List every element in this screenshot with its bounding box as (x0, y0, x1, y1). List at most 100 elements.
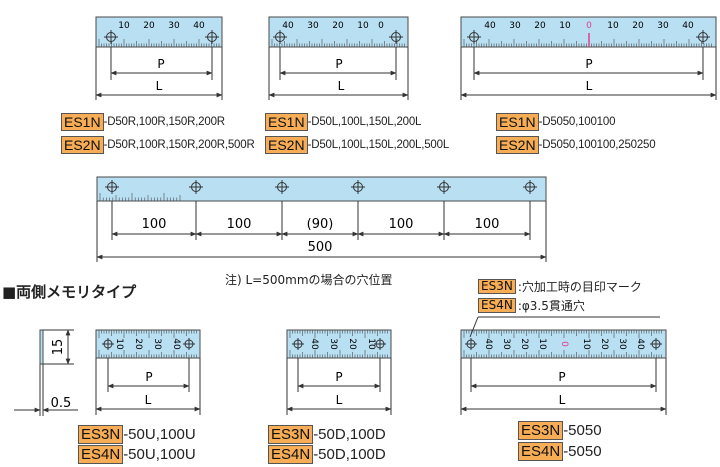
model-code-box: ES4N (518, 442, 564, 462)
tick-label-2: 30 (501, 338, 511, 350)
tick-label-2: 20 (133, 338, 143, 350)
ruler-ticks (463, 39, 712, 47)
tick-label-8: 40 (635, 338, 645, 350)
tick-label-3: 20 (534, 21, 546, 31)
ruler-ticks (289, 330, 388, 358)
profile-body (39, 329, 44, 365)
tick-label-4: 40 (193, 21, 205, 31)
ruler-ticks (99, 193, 181, 201)
tick-label-1: 40 (483, 338, 493, 350)
total-length-label: 500 (308, 240, 333, 255)
hole-mark-icon (650, 338, 662, 350)
tick-label-1: 40 (282, 21, 294, 31)
model-code-box: ES3N (268, 425, 314, 445)
segment-label-2: 100 (227, 217, 252, 232)
tick-label-1: 40 (484, 21, 496, 31)
tick-label-2: 30 (307, 21, 319, 31)
dim-P: P (145, 370, 152, 384)
model-code-box: ES3N (78, 425, 124, 445)
tick-label-8: 40 (682, 21, 694, 31)
tick-label-7: 30 (617, 338, 627, 350)
segment-label-4: 100 (389, 217, 414, 232)
legend-es3n: ES3N:穴加工時の目印マーク (478, 278, 642, 295)
tick-label-zero: 0 (559, 341, 569, 347)
ruler-ticks (463, 330, 662, 358)
model-variants: -D50R,100R,150R,200R,500R (103, 139, 255, 152)
tick-label-5: 10 (581, 338, 591, 350)
hole-mark-icon (437, 180, 451, 194)
model-code-box: ES1N (265, 113, 308, 132)
tick-label-4: 10 (357, 21, 369, 31)
code-row-es1n-right: ES1N-D50R,100R,150R,200R (61, 113, 225, 132)
model-variants: -50D,100D (313, 426, 386, 444)
hole-mark-icon (205, 30, 219, 44)
ruler-top-left: 40 30 20 10 0 P L (268, 16, 409, 100)
dim-L: L (586, 79, 593, 93)
ruler-body (460, 329, 667, 359)
tick-label-7: 30 (657, 21, 669, 31)
tick-label-4: 10 (559, 21, 571, 31)
code-row-es3n-D: ES3N-50D,100D (268, 425, 386, 445)
tick-label-3: 30 (168, 21, 180, 31)
ruler-body (268, 16, 409, 48)
model-variants: -50U,100U (123, 446, 196, 464)
hole-mark-icon (696, 30, 710, 44)
hole-mark-icon (467, 30, 481, 44)
code-row-es1n-left: ES1N-D50L,100L,150L,200L (265, 113, 421, 132)
code-row-es3n-U: ES3N-50U,100U (78, 425, 196, 445)
segment-label-1: 100 (142, 217, 167, 232)
model-code-box: ES4N (268, 445, 314, 465)
code-row-es3n-5050: ES3N-5050 (518, 421, 602, 441)
hole-mark-icon (389, 30, 403, 44)
model-code-box: ES1N (61, 113, 104, 132)
ruler-body (286, 329, 392, 359)
tick-label-3: 20 (519, 338, 529, 350)
hole-mark-icon (275, 180, 289, 194)
hole-mark-icon (183, 338, 195, 350)
tick-label-3: 20 (347, 338, 357, 350)
dim-P: P (157, 57, 164, 71)
code-row-es4n-U: ES4N-50U,100U (78, 445, 196, 465)
model-variants: -5050 (563, 443, 602, 461)
tick-label-4: 40 (171, 338, 181, 350)
dim-P: P (558, 370, 565, 384)
tick-label-6: 20 (599, 338, 609, 350)
model-variants: -D5050,100100 (538, 116, 616, 129)
code-row-es1n-center: ES1N-D5050,100100 (496, 113, 616, 132)
model-variants: -50U,100U (123, 426, 196, 444)
code-row-es4n-5050: ES4N-5050 (518, 442, 602, 462)
hole-mark-icon (292, 338, 304, 350)
ruler-long: 100 100 (90) 100 100 500 (96, 176, 547, 262)
dim-L: L (559, 393, 566, 407)
tick-label-2: 30 (509, 21, 521, 31)
hole-mark-icon (523, 180, 537, 194)
tick-label-6: 20 (632, 21, 644, 31)
model-code-box: ES2N (265, 136, 308, 155)
dim-P: P (335, 370, 342, 384)
legend-code-box: ES3N (478, 278, 516, 295)
ruler-top-center: 40 30 20 10 0 10 20 30 40 P L (460, 16, 717, 100)
hole-mark-icon (104, 30, 118, 44)
ruler-ticks (98, 39, 220, 47)
model-code-box: ES2N (61, 136, 104, 155)
tick-label-zero: 0 (586, 21, 592, 31)
thickness-dim: 0.5 (51, 396, 72, 411)
ruler-body (95, 16, 223, 48)
model-variants: -50D,100D (313, 446, 386, 464)
segment-label-3: (90) (307, 217, 334, 232)
code-row-es2n-center: ES2N-D5050,100100,250250 (496, 136, 656, 155)
legend-text: :φ3.5貫通穴 (517, 299, 585, 313)
code-row-es2n-right: ES2N-D50R,100R,150R,200R,500R (61, 136, 255, 155)
ruler-body (96, 176, 547, 202)
tick-label-1: 10 (114, 338, 124, 350)
hole-position-note: 注) L=500mmの場合の穴位置 (225, 273, 393, 287)
hole-mark-icon (351, 180, 365, 194)
hole-mark-icon (465, 338, 477, 350)
model-variants: -D50L,100L,150L,200L,500L (307, 139, 450, 152)
dim-P: P (335, 57, 342, 71)
dim-L: L (338, 79, 345, 93)
hole-mark-icon (102, 338, 114, 350)
model-code-box: ES4N (78, 445, 124, 465)
segment-label-5: 100 (475, 217, 500, 232)
